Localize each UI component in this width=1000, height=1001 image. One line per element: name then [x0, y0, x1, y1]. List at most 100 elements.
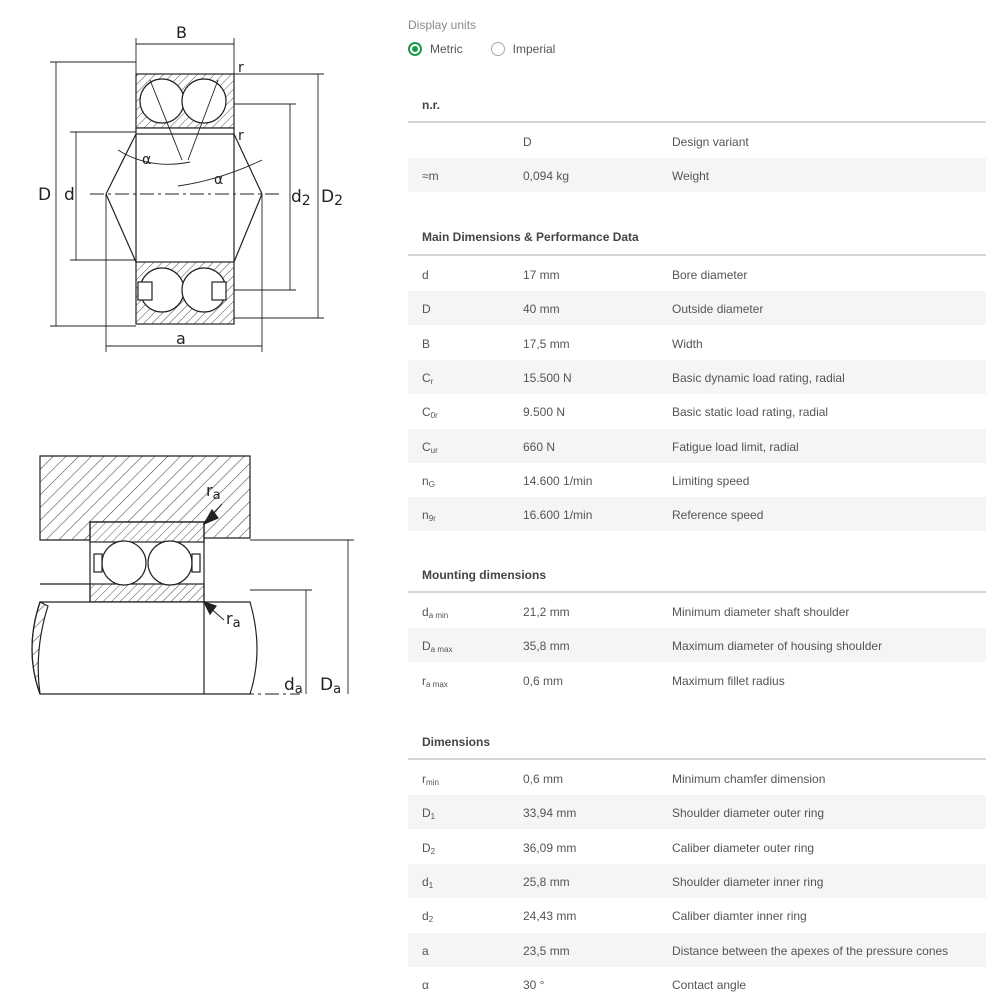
top-drawing-labels: B r r α α D d d2 D2 a [38, 23, 343, 348]
row-symbol-main: n [422, 508, 429, 523]
radio-metric[interactable]: Metric [408, 42, 463, 56]
row-value: 36,09 mm [523, 840, 577, 855]
display-units-label: Display units [408, 18, 477, 32]
row-symbol-main: α [422, 977, 429, 992]
row-symbol: α [422, 978, 429, 993]
row-value: 9.500 N [523, 405, 566, 420]
row-symbol-main: r [422, 673, 426, 688]
label-da: da [284, 675, 303, 697]
label-d2: d2 [291, 187, 311, 209]
row-symbol-main: r [422, 772, 426, 786]
row-description: Maximum fillet radius [672, 673, 785, 688]
row-description: Basic dynamic load rating, radial [672, 370, 845, 385]
row-symbol-main: D [422, 302, 431, 317]
row-symbol-main: D [422, 806, 431, 821]
row-symbol: d1 [422, 875, 433, 890]
row-value: 40 mm [523, 302, 560, 317]
label-alpha-left: α [142, 152, 151, 168]
row-value: D [523, 135, 532, 149]
row-value: 16.600 1/min [523, 508, 593, 523]
display-units-radio-group: Metric Imperial [408, 42, 583, 56]
bearing-drawings: B r r α α D d d2 D2 a [31, 23, 354, 697]
row-symbol: d2 [422, 909, 433, 924]
row-value: 17 mm [523, 268, 560, 282]
label-a: a [176, 329, 186, 348]
row-symbol: D2 [422, 841, 435, 856]
radio-imperial-indicator[interactable] [490, 42, 505, 56]
label-d: d [64, 185, 75, 205]
row-value: 30 ° [523, 977, 545, 992]
row-description: Fatigue load limit, radial [672, 439, 799, 454]
row-description: Width [672, 336, 703, 351]
radio-imperial[interactable]: Imperial [490, 42, 555, 56]
section-title: n.r. [422, 98, 441, 112]
row-description: Bore diameter [672, 268, 748, 282]
section-title: Mounting dimensions [422, 568, 546, 582]
row-symbol: B [422, 337, 430, 352]
row-symbol-main: d [422, 874, 429, 889]
table-row: Cr 15.500 N Basic dynamic load rating, rad… [408, 359, 986, 394]
section-divider [408, 758, 986, 760]
label-D2: D2 [321, 187, 343, 209]
section-divider [408, 121, 986, 123]
row-description: Limiting speed [672, 473, 750, 488]
row-description: Contact angle [672, 977, 747, 992]
row-value: 25,8 mm [523, 874, 570, 889]
radio-metric-label: Metric [430, 42, 463, 56]
row-symbol-subscript: G [428, 479, 435, 489]
row-symbol-subscript: 1 [430, 812, 436, 822]
row-symbol-subscript: 1 [428, 880, 434, 890]
row-symbol-main: B [422, 336, 431, 351]
row-description: Outside diameter [672, 302, 764, 317]
row-symbol: Cur [422, 440, 438, 455]
table-row: B 17,5 mm Width [408, 326, 986, 360]
radio-metric-indicator[interactable] [408, 42, 422, 56]
row-value: 15.500 N [523, 370, 572, 385]
section-divider [408, 591, 986, 593]
label-D: D [38, 185, 51, 205]
row-value: 33,94 mm [523, 806, 577, 821]
row-symbol: da min [422, 605, 448, 620]
row-description: Maximum diameter of housing shoulder [672, 639, 883, 654]
section-title: Main Dimensions & Performance Data [422, 230, 639, 244]
row-symbol-subscript: 9r [428, 514, 436, 524]
row-description: Minimum chamfer dimension [672, 772, 826, 786]
row-value: 17,5 mm [523, 336, 570, 351]
row-value: 0,6 mm [523, 772, 564, 786]
row-symbol-main: C [422, 439, 431, 454]
row-symbol-subscript: a max [426, 679, 448, 689]
row-symbol-subscript: 2 [428, 915, 434, 925]
row-symbol-subscript: ur [430, 445, 438, 455]
row-symbol-main: D [422, 639, 431, 654]
row-symbol: a [422, 944, 429, 959]
row-symbol: D [422, 302, 431, 317]
row-symbol: C0r [422, 405, 438, 420]
row-symbol: ≈m [422, 169, 439, 184]
row-value: 0,094 kg [523, 169, 570, 184]
row-symbol-main: C [422, 405, 431, 420]
row-symbol: nG [422, 474, 435, 489]
row-symbol-main: a [422, 943, 429, 958]
section-divider [408, 254, 986, 256]
label-ra-bottom: ra [226, 609, 241, 631]
row-value: 35,8 mm [523, 639, 570, 654]
row-symbol-main: ≈m [422, 169, 439, 184]
row-value: 21,2 mm [523, 605, 570, 619]
row-symbol: Cr [422, 371, 433, 386]
row-symbol-subscript: min [426, 778, 439, 787]
bottom-drawing-labels: ra ra da Da [206, 481, 341, 697]
label-B: B [176, 23, 187, 42]
label-r-mid: r [238, 128, 244, 144]
